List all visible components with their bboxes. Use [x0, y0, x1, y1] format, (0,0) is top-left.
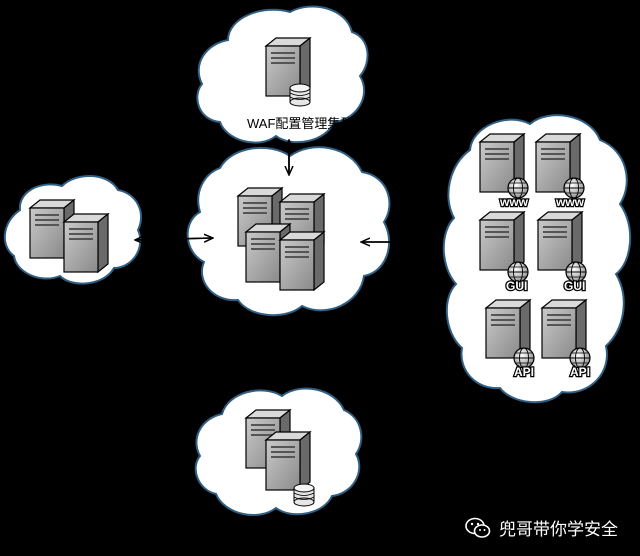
right-cluster-servers: www www GUI GUI API API [479, 133, 591, 380]
waf-config-server [265, 37, 311, 107]
watermark: 兜哥带你学安全 [465, 515, 618, 540]
web-server: www [535, 133, 586, 210]
connection-left-to-central [136, 238, 212, 240]
api-badge-label: API [570, 365, 590, 379]
gui-badge-label: GUI [564, 279, 585, 293]
api-badge-label: API [514, 365, 534, 379]
database-icon [293, 483, 315, 507]
database-icon [289, 83, 311, 107]
watermark-text: 兜哥带你学安全 [499, 520, 618, 540]
central-cluster-servers [237, 187, 325, 291]
gui-badge-label: GUI [506, 279, 527, 293]
waf-cluster-label: WAF配置管理集群 [247, 116, 353, 131]
web-server: www [479, 133, 530, 210]
api-server: API [541, 299, 591, 380]
www-badge-label: www [555, 195, 585, 209]
gui-server: GUI [479, 211, 529, 294]
gui-server: GUI [537, 211, 587, 294]
api-server: API [485, 299, 535, 380]
www-badge-label: www [499, 195, 529, 209]
wechat-icon [465, 517, 491, 539]
